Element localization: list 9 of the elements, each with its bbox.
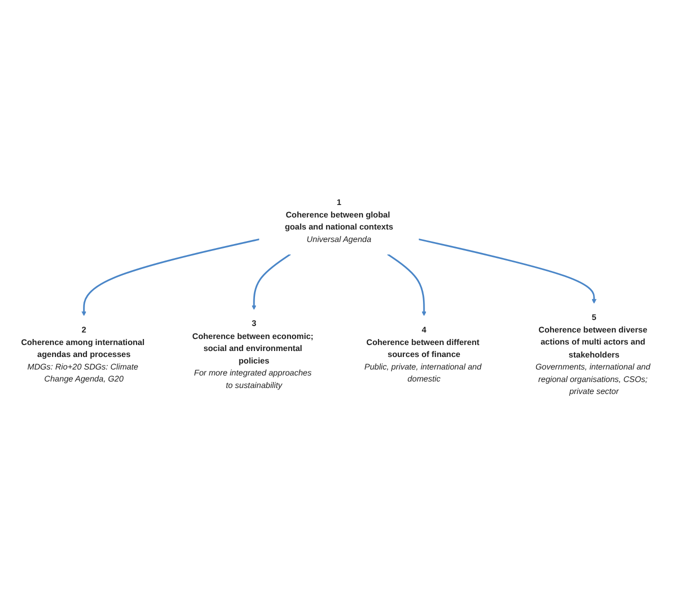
node-text: 1 Coherence between global goals and national contexts Universal Agenda [284,197,394,244]
arrow [418,238,596,304]
arrow [82,238,260,316]
arrow [252,253,291,310]
node-text: 2 Coherence among international agendas and processes MDGs: Rio+20 SDGs: Climate Change Agenda, G20 [21,324,145,384]
node-text: 4 Coherence between different sources of finance Public, private, international and domestic [364,324,482,384]
arrow [387,253,426,316]
node-text: 5 Coherence between diverse actions of multi actors and stakeholders Governments, international and regional organisations, CSOs; private sector [536,312,650,396]
node-text: 3 Coherence between economic; social and environmental policies For more integrated approaches to sustainability [192,318,314,390]
